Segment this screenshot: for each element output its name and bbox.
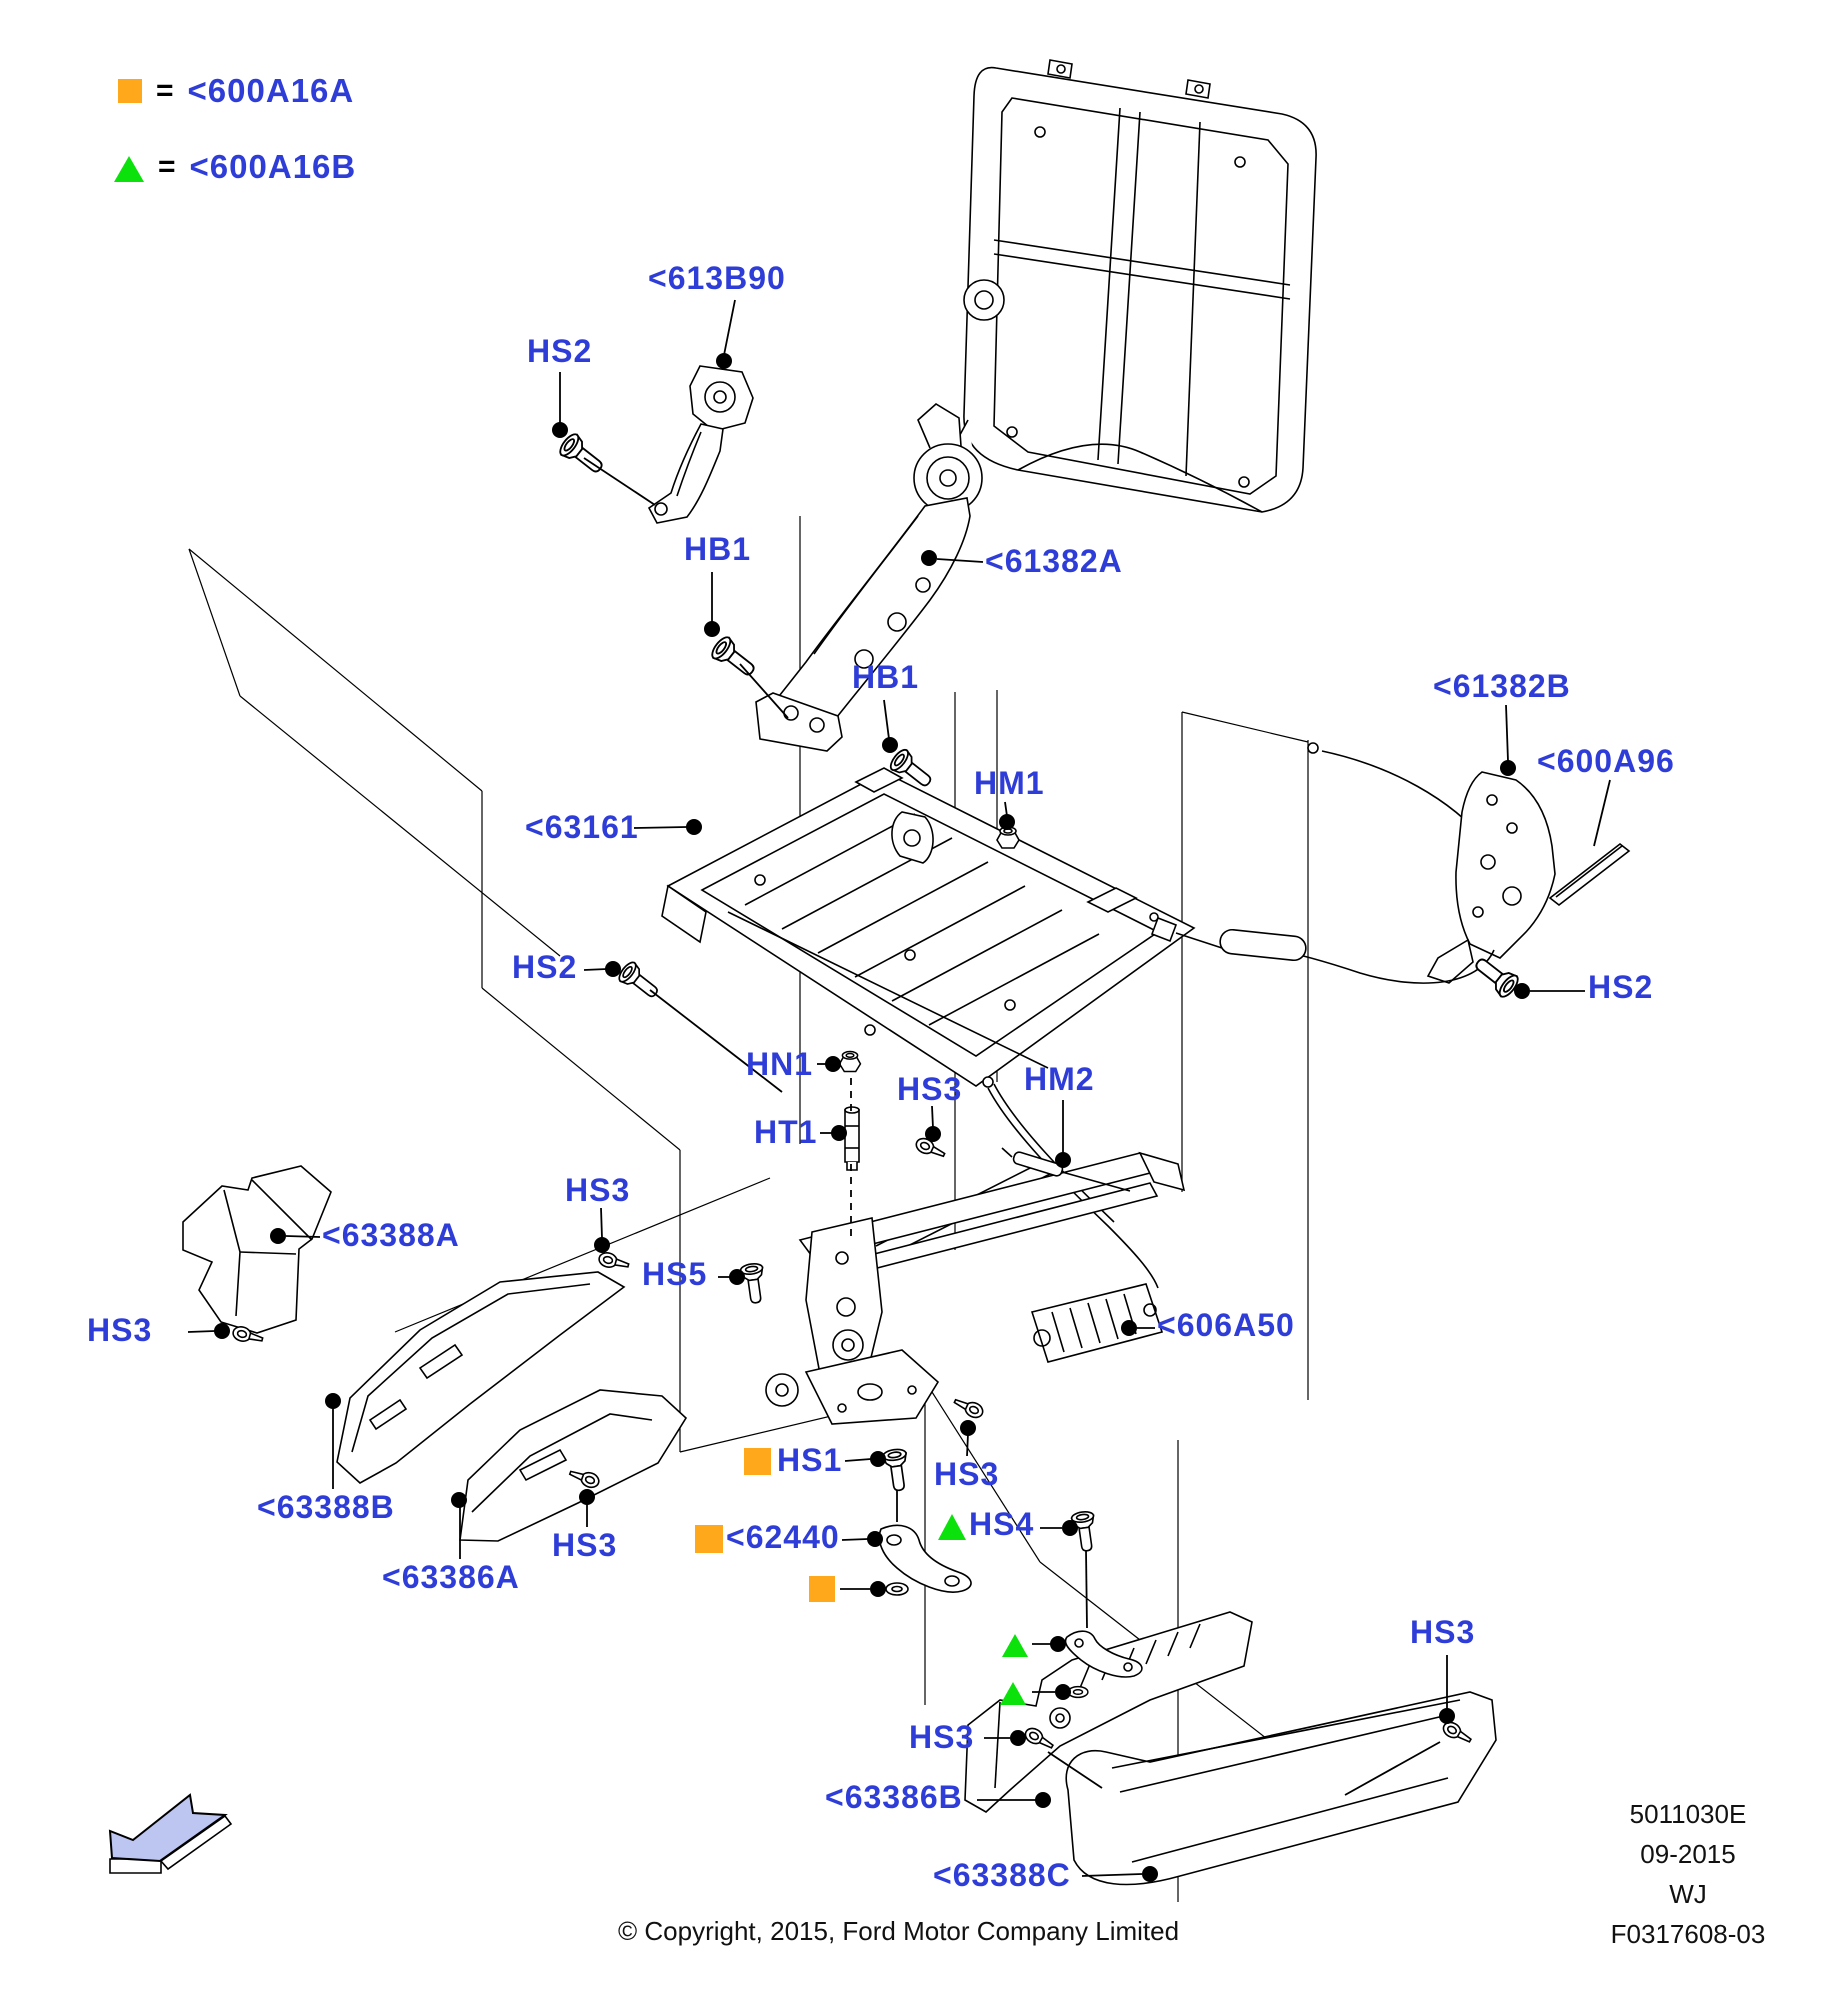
legend-label-600a16a[interactable]: <600A16A: [187, 72, 355, 109]
callout-hs2[interactable]: HS2: [527, 333, 593, 369]
callout-hs4[interactable]: HS4: [969, 1506, 1035, 1542]
hm2-cable-end-drawing: [1001, 1147, 1131, 1192]
callout-hs1[interactable]: HS1: [777, 1442, 843, 1478]
ht1-stud-icon: [844, 1106, 860, 1171]
callout-hn1[interactable]: HN1: [746, 1046, 814, 1082]
leader-lines: [187, 299, 1611, 1877]
part-63388b-drawing: [336, 1271, 626, 1484]
doc-code: 5011030E: [1629, 1799, 1747, 1829]
hm1-nut-icon: [996, 826, 1020, 849]
orange-square-icon: [695, 1525, 723, 1553]
callout-606a50[interactable]: <606A50: [1157, 1307, 1295, 1343]
hs5-bolt-icon: [739, 1261, 769, 1306]
doc-date: 09-2015: [1640, 1839, 1736, 1869]
hb1-bolt-icon: [708, 633, 761, 683]
callout-hs3[interactable]: HS3: [897, 1071, 963, 1107]
part-61382b-drawing: [1149, 742, 1556, 984]
callout-600a96[interactable]: <600A96: [1537, 743, 1675, 779]
green-triangle-icon: [1000, 1679, 1026, 1705]
legend-equals: =: [156, 74, 174, 107]
hs2-bolt-icon: [1469, 951, 1522, 1001]
doc-market-code: WJ: [1669, 1879, 1707, 1909]
callout-63386a[interactable]: <63386A: [382, 1559, 520, 1595]
callout-hb1[interactable]: HB1: [852, 659, 920, 695]
orange-square-icon: [118, 79, 142, 103]
callout-hm2[interactable]: HM2: [1024, 1061, 1095, 1097]
green-triangle-icon: [1002, 1631, 1028, 1657]
callout-hm1[interactable]: HM1: [974, 765, 1045, 801]
direction-arrow-icon: [108, 1793, 233, 1874]
orange-square-icon: [809, 1576, 835, 1602]
hs3-screw-icon: [596, 1250, 631, 1273]
callout-61382a[interactable]: <61382A: [985, 543, 1123, 579]
leader-dots: [214, 353, 1530, 1882]
callout-hs3[interactable]: HS3: [934, 1456, 1000, 1492]
legend-label-600a16b[interactable]: <600A16B: [189, 148, 357, 185]
washer-icon: [1067, 1685, 1089, 1699]
orange-square-icon: [744, 1448, 771, 1475]
hs3-screw-icon: [951, 1393, 986, 1421]
drawing-number: F0317608-03: [1610, 1919, 1766, 1949]
green-triangle-icon: [114, 153, 144, 182]
callout-hs2[interactable]: HS2: [512, 949, 578, 985]
callout-hs3[interactable]: HS3: [565, 1172, 631, 1208]
callout-hs3[interactable]: HS3: [87, 1312, 153, 1348]
callout-613b90[interactable]: <613B90: [648, 260, 786, 296]
green-triangle-icon: [938, 1511, 966, 1540]
callout-63386b[interactable]: <63386B: [825, 1779, 963, 1815]
copyright-notice: © Copyright, 2015, Ford Motor Company Li…: [618, 1916, 1180, 1946]
hs1-bolt-icon: [881, 1447, 912, 1493]
hs2-bolt-icon: [556, 430, 609, 480]
callout-63388c[interactable]: <63388C: [933, 1857, 1071, 1893]
callout-hb1[interactable]: HB1: [684, 531, 752, 567]
legend-row-square: = <600A16A: [118, 72, 354, 110]
legend-row-triangle: = <600A16B: [114, 148, 356, 186]
washer-icon: [885, 1582, 909, 1596]
part-606a50-drawing: [765, 1076, 1186, 1425]
callout-61382b[interactable]: <61382B: [1433, 668, 1571, 704]
part-600a96-drawing: [1548, 842, 1631, 907]
hn1-nut-icon: [838, 1050, 862, 1073]
callout-62440[interactable]: <62440: [726, 1519, 840, 1555]
part-63161-drawing: [661, 767, 1196, 1087]
part-63388a-drawing: [182, 1165, 332, 1334]
callout-63161[interactable]: <63161: [525, 809, 639, 845]
part-62440-strap-drawing: [878, 1524, 972, 1593]
part-63386a-drawing: [459, 1389, 688, 1542]
part-613b90-drawing: [647, 365, 754, 524]
callout-63388a[interactable]: <63388A: [322, 1217, 460, 1253]
part-600a16b-strap-drawing: [1064, 1630, 1143, 1678]
callout-hs5[interactable]: HS5: [642, 1256, 708, 1292]
part-61382a-drawing: [755, 403, 983, 752]
callout-hs3[interactable]: HS3: [1410, 1614, 1476, 1650]
part-63388c-drawing: [1065, 1691, 1497, 1886]
doc-info-block: 5011030E 09-2015 WJ F0317608-03: [1538, 1794, 1821, 1954]
callout-hs2[interactable]: HS2: [1588, 969, 1654, 1005]
legend-equals: =: [158, 150, 176, 183]
callout-63388b[interactable]: <63388B: [257, 1489, 395, 1525]
seat-back-frame-drawing: [935, 59, 1317, 525]
callout-ht1[interactable]: HT1: [754, 1114, 818, 1150]
hs2-bolt-icon: [615, 958, 664, 1004]
callout-hs3[interactable]: HS3: [552, 1527, 618, 1563]
callout-hs3[interactable]: HS3: [909, 1719, 975, 1755]
